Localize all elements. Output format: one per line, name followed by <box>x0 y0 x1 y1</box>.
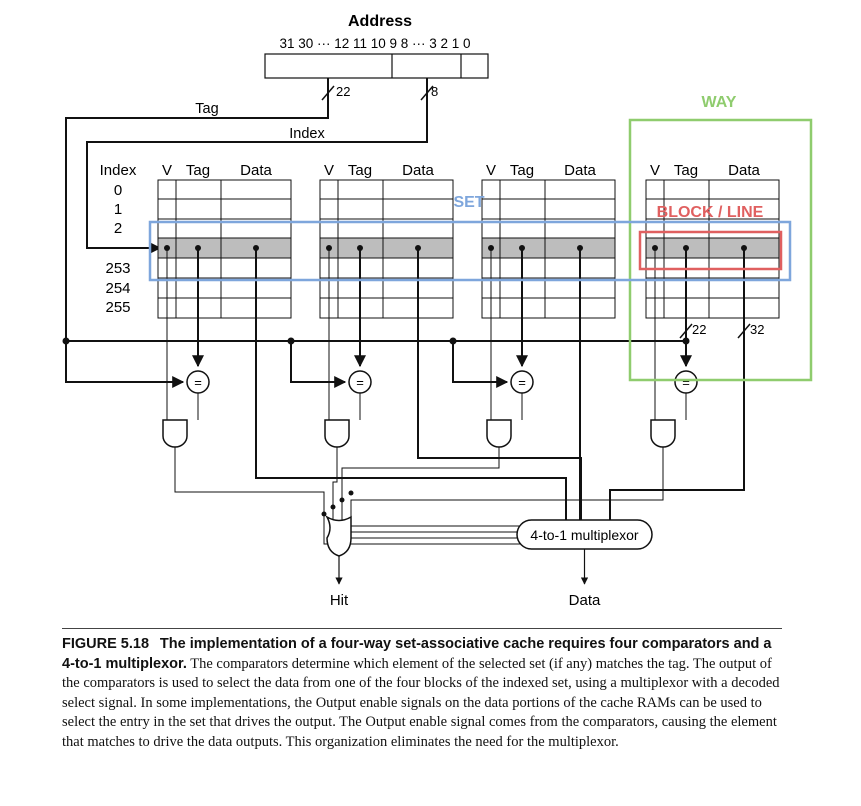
way-1-header-tag: Tag <box>348 162 372 179</box>
way-3-header-tag: Tag <box>674 162 698 179</box>
cache-diagram: Address 31 30 ··· 12 11 10 9 8 ··· 3 2 1… <box>62 13 813 609</box>
comparator-3-symbol: = <box>682 375 690 390</box>
and-gate-2 <box>486 419 512 448</box>
comparator-0-symbol: = <box>194 375 202 390</box>
block-annotation: BLOCK / LINE <box>657 204 764 221</box>
way-3-header-v: V <box>650 162 660 179</box>
way-2-header-v: V <box>486 162 496 179</box>
way-0-header-data: Data <box>240 162 272 179</box>
cache-way-2: V Tag Data = <box>341 162 616 520</box>
way-0-header-v: V <box>162 162 172 179</box>
tag-line <box>65 78 329 388</box>
way-1-selected-row <box>320 238 453 258</box>
cache-way-1: V Tag Data = <box>319 162 582 520</box>
way-3-header-data: Data <box>728 162 760 179</box>
way-0-selected-row <box>158 238 291 258</box>
and-gate-3 <box>650 419 676 448</box>
address-title: Address <box>348 13 412 30</box>
index-width-label: 8 <box>431 84 438 99</box>
way-1-header-data: Data <box>402 162 434 179</box>
tag-width-label: 22 <box>336 84 350 99</box>
way-3-selected-row <box>646 238 779 258</box>
address-bit-numbers: 31 30 ··· 12 11 10 9 8 ··· 3 2 1 0 <box>279 36 470 51</box>
index-line <box>86 78 428 254</box>
tag-bus-slash <box>679 323 693 339</box>
figure-caption: FIGURE 5.18 The implementation of a four… <box>62 628 782 752</box>
and-gate-0 <box>162 419 188 448</box>
set-highlight-box <box>148 220 792 282</box>
way-2-header-tag: Tag <box>510 162 534 179</box>
comparator-1-symbol: = <box>356 375 364 390</box>
way-2-selected-row <box>482 238 615 258</box>
data-bus-width: 32 <box>750 322 764 337</box>
figure-number: FIGURE 5.18 <box>62 636 150 652</box>
row-index-2: 2 <box>114 220 122 237</box>
way-0-header-tag: Tag <box>186 162 210 179</box>
tag-width-slash <box>321 85 335 101</box>
row-index-1: 1 <box>114 201 122 218</box>
tag-line-label: Tag <box>195 101 218 117</box>
hit-output-label: Hit <box>330 592 349 609</box>
row-index-255: 255 <box>105 299 130 316</box>
row-index-254: 254 <box>105 280 130 297</box>
tag-bus-width: 22 <box>692 322 706 337</box>
row-index-253: 253 <box>105 260 130 277</box>
data-bus-slash <box>737 323 751 339</box>
way-annotation: WAY <box>702 94 737 111</box>
row-index-0: 0 <box>114 182 122 199</box>
figure-headline: The implementation of a four-way set-ass… <box>62 636 772 672</box>
or-gate <box>325 514 352 557</box>
way-2-header-data: Data <box>564 162 596 179</box>
data-output-label: Data <box>569 592 601 609</box>
way-highlight-box <box>628 118 813 382</box>
comparator-2-symbol: = <box>518 375 526 390</box>
block-highlight-box <box>638 230 783 271</box>
address-register <box>264 53 489 79</box>
set-annotation: SET <box>453 194 484 211</box>
and-gate-1 <box>324 419 350 448</box>
cache-way-0: V Tag Data = <box>157 162 567 520</box>
index-width-slash <box>420 85 434 101</box>
index-column-header: Index <box>100 162 137 179</box>
way-1-header-v: V <box>324 162 334 179</box>
multiplexor-label: 4-to-1 multiplexor <box>530 527 638 543</box>
figure-body: The comparators determine which element … <box>62 655 780 750</box>
index-line-label: Index <box>289 126 325 142</box>
